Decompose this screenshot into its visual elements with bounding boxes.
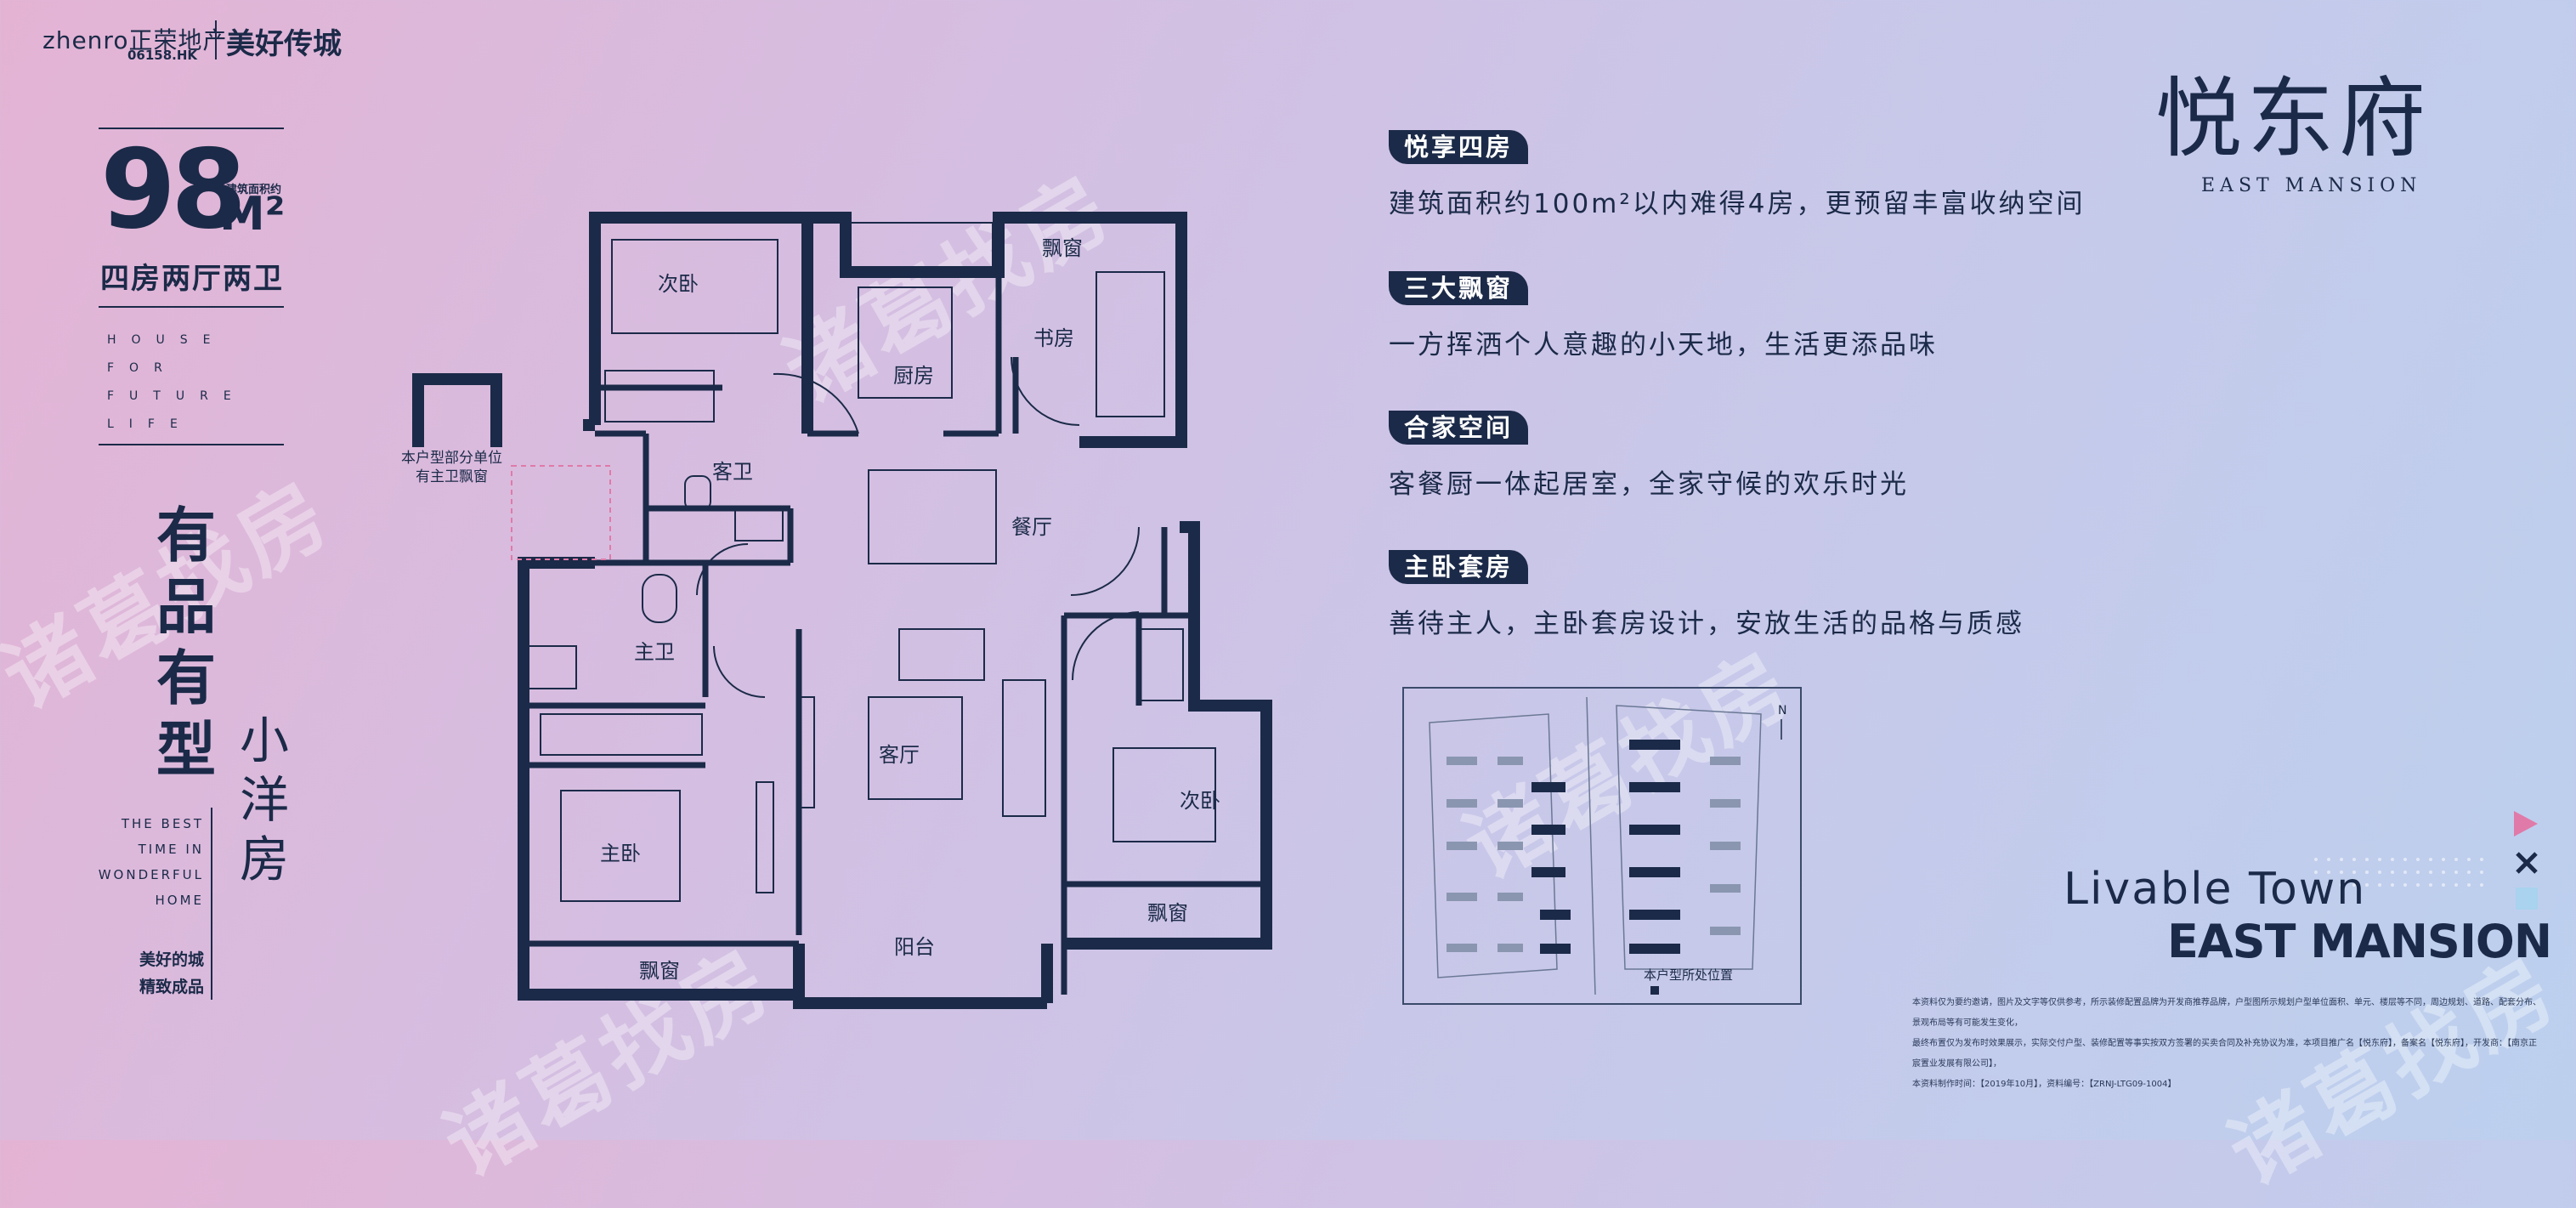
square-marker-icon: [2516, 888, 2538, 910]
tagline-sub: 小洋房: [240, 712, 290, 888]
room-study: 书房: [1033, 326, 1074, 350]
feature-3: 合家空间 客餐厨一体起居室，全家守候的欢乐时光: [1389, 408, 1909, 501]
floorplan-note: 本户型部分单位 有主卫飘窗: [401, 450, 502, 485]
feature-desc: 客餐厨一体起居室，全家守候的欢乐时光: [1389, 469, 1909, 500]
feature-badge: 三大飘窗: [1389, 271, 1529, 305]
floor-plan: 次卧 飘窗 厨房 书房 客卫 餐厅 主卫 客厅 次卧 主卧 飘窗 阳台 飘窗: [412, 212, 1272, 1009]
tagline-chinese: 美好的城 精致成品: [139, 950, 204, 996]
site-map: N: [1402, 687, 1802, 1005]
slogan-en: FOR: [107, 361, 178, 375]
room-master-bath: 主卫: [634, 640, 675, 664]
slogan-en: FUTURE: [107, 389, 246, 403]
room-kitchen: 厨房: [893, 364, 934, 388]
feature-4: 主卧套房 善待主人，主卧套房设计，安放生活的品格与质感: [1389, 547, 2024, 640]
room-master-bedroom: 主卧: [600, 842, 641, 865]
east-mansion: EAST MANSION: [2167, 915, 2552, 968]
feature-2: 三大飘窗 一方挥洒个人意趣的小天地，生活更添品味: [1389, 269, 1938, 361]
dot-pattern: [2314, 858, 2483, 887]
room-bay-window-right: 飘窗: [1147, 901, 1188, 925]
room-bay-window-bottom: 飘窗: [639, 959, 680, 983]
room-dining: 餐厅: [1011, 515, 1052, 539]
compass-label: N: [1778, 704, 1786, 717]
feature-badge: 悦享四房: [1389, 130, 1529, 164]
feature-1: 悦享四房 建筑面积约100m²以内难得4房，更预留丰富收纳空间: [1389, 128, 2086, 220]
feature-desc: 建筑面积约100m²以内难得4房，更预留丰富收纳空间: [1389, 189, 2086, 219]
room-balcony: 阳台: [894, 935, 935, 959]
area-number: 98: [100, 127, 246, 253]
slogan-en: LIFE: [107, 417, 193, 431]
site-map-legend: 本户型所处位置: [1644, 967, 1734, 983]
stock-code: 06158.HK: [127, 48, 198, 63]
feature-desc: 善待主人，主卧套房设计，安放生活的品格与质感: [1389, 609, 2024, 639]
room-guest-bath: 客卫: [712, 460, 753, 484]
room-bedroom2-top: 次卧: [658, 272, 699, 296]
tagline-main: 有品有型: [156, 500, 216, 785]
layout-type: 四房两厅两卫: [100, 262, 284, 296]
slogan-en: HOUSE: [107, 333, 226, 347]
feature-desc: 一方挥洒个人意趣的小天地，生活更添品味: [1389, 330, 1938, 360]
area-unit: M²: [219, 187, 286, 241]
divider: [99, 128, 284, 129]
feature-badge: 合家空间: [1389, 411, 1529, 445]
divider: [99, 444, 284, 445]
project-title: 悦东府: [2155, 69, 2431, 170]
room-bedroom2-right: 次卧: [1180, 789, 1220, 813]
tagline-rule: [211, 808, 212, 1000]
disclaimer: 本资料仅为要约邀请，图片及文字等仅供参考，所示装修配置品牌为开发商推荐品牌，户型…: [1912, 998, 2541, 1089]
brand-logo: 美好传城: [226, 27, 342, 61]
triangle-marker-icon: [2514, 811, 2538, 837]
room-living: 客厅: [879, 743, 920, 767]
divider: [99, 306, 284, 308]
developer-logo: zhenro正荣地产: [42, 26, 228, 54]
tagline-english: THE BEST TIME IN WONDERFUL HOME: [98, 816, 204, 908]
close-icon: [2516, 852, 2538, 874]
site-map-drawing: N: [1429, 696, 1786, 995]
feature-badge: 主卧套房: [1389, 550, 1529, 584]
project-subtitle: EAST MANSION: [2201, 175, 2422, 196]
logo-divider: [215, 20, 217, 60]
livable-town: Livable Town: [2064, 864, 2367, 915]
area-label: 建筑面积约: [226, 184, 282, 196]
room-bay-window-top: 飘窗: [1042, 236, 1083, 260]
